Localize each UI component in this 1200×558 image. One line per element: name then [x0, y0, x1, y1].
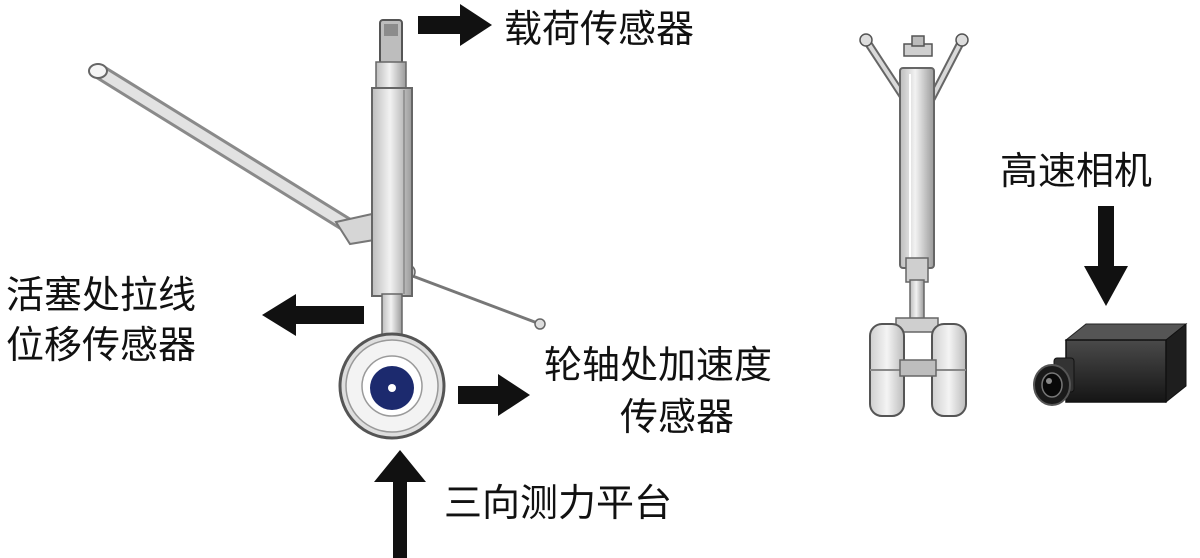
- side-brace: [400, 264, 546, 330]
- drag-brace: [88, 63, 376, 246]
- arrow-down-icon: [1084, 206, 1128, 306]
- landing-gear-side-view: [88, 19, 546, 440]
- arrow-right-icon: [418, 4, 492, 46]
- piston: [381, 293, 403, 339]
- piston-sensor-label-line2: 位移传感器: [6, 323, 197, 367]
- force-platform-label: 三向测力平台: [444, 481, 673, 525]
- axle-sensor-label-line1: 轮轴处加速度: [544, 343, 773, 387]
- load-sensor-part: [375, 19, 407, 91]
- camera-icon: [1033, 322, 1188, 406]
- arrow-right-icon: [458, 374, 530, 416]
- landing-gear-front-view: [859, 33, 969, 417]
- main-strut: [371, 87, 413, 297]
- axle-sensor-label-line2: 传感器: [620, 395, 735, 439]
- load-sensor-label: 载荷传感器: [504, 7, 695, 51]
- arrow-left-icon: [262, 294, 364, 336]
- arrow-up-icon: [374, 450, 426, 558]
- piston-sensor-label-line1: 活塞处拉线: [6, 273, 197, 317]
- side-wheel: [338, 332, 446, 440]
- high-speed-camera-label: 高速相机: [1000, 149, 1153, 193]
